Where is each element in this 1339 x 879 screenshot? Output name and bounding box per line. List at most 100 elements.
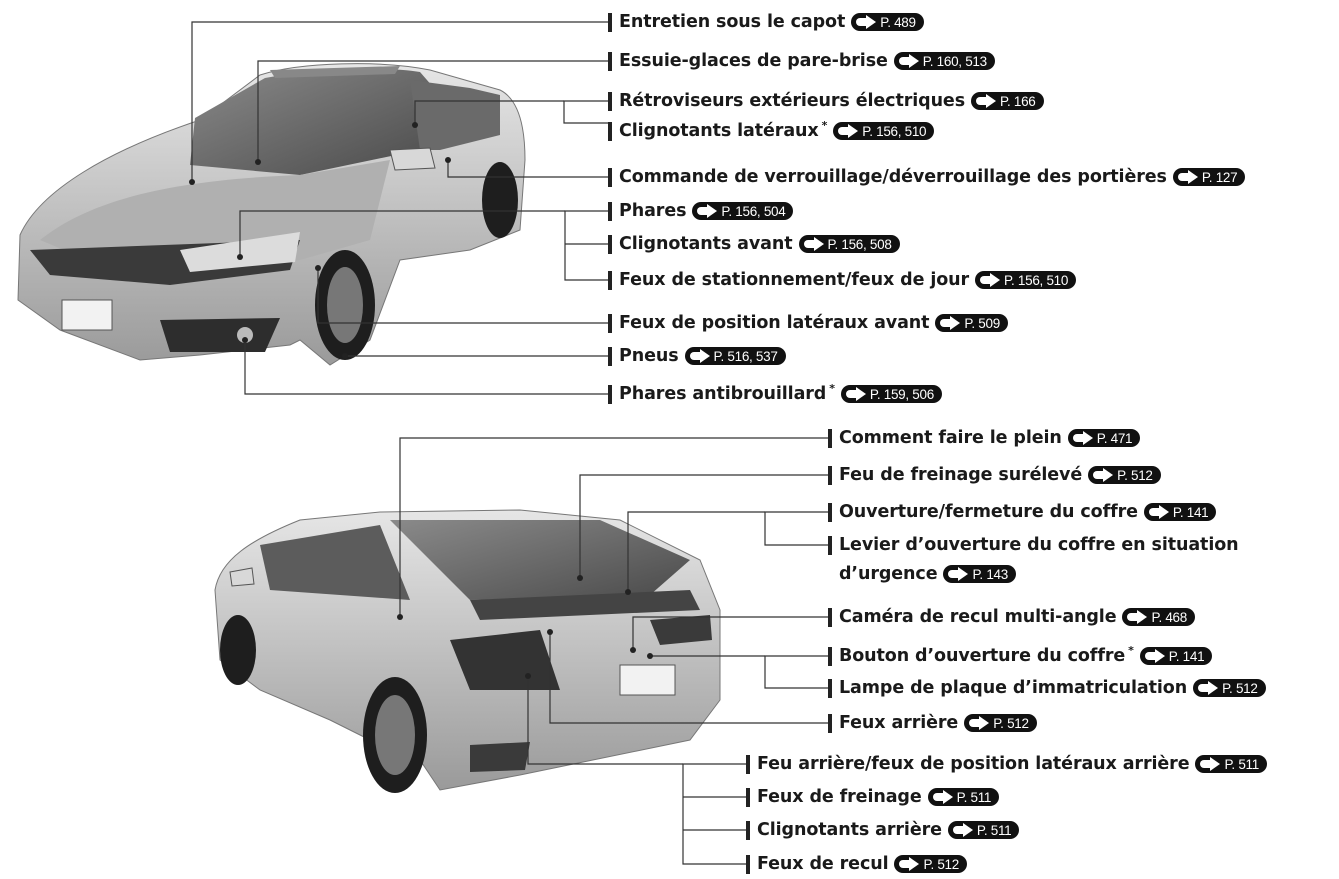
label-bouton-ouverture-coffre: Bouton d’ouverture du coffre * P. 141 — [828, 643, 1213, 666]
label-entretien-capot: Entretien sous le capot P. 489 — [608, 12, 924, 32]
label-text: Bouton d’ouverture du coffre — [839, 646, 1126, 666]
front-leader-lines — [191, 21, 608, 395]
page-reference[interactable]: P. 156, 504 — [692, 202, 794, 220]
asterisk: * — [829, 381, 835, 395]
page-reference[interactable]: P. 471 — [1067, 429, 1141, 447]
page-reference[interactable]: P. 511 — [1195, 755, 1267, 773]
page-reference[interactable]: P. 156, 508 — [798, 235, 900, 253]
arrow-icon — [1072, 431, 1094, 445]
label-text: Feu arrière/feux de position latéraux ar… — [757, 754, 1190, 774]
arrow-icon — [968, 716, 990, 730]
page-reference[interactable]: P. 141 — [1143, 503, 1217, 521]
label-bar — [608, 270, 612, 290]
arrow-icon — [803, 237, 825, 251]
label-clignotants-lateraux: Clignotants latéraux * P. 156, 510 — [608, 119, 935, 141]
label-bar — [608, 91, 612, 111]
label-clignotants-avant: Clignotants avant P. 156, 508 — [608, 234, 900, 254]
arrow-icon — [855, 15, 877, 29]
label-text: Clignotants avant — [619, 234, 793, 254]
arrow-icon — [1144, 649, 1166, 663]
label-bar — [746, 787, 750, 807]
label-bar — [828, 428, 832, 448]
page-reference[interactable]: P. 512 — [1088, 466, 1161, 484]
page-reference[interactable]: P. 468 — [1122, 608, 1195, 626]
page-reference[interactable]: P. 511 — [927, 788, 1000, 806]
label-bar — [828, 607, 832, 627]
page-reference[interactable]: P. 141 — [1139, 647, 1213, 665]
page-reference[interactable]: P. 143 — [943, 565, 1016, 583]
page-reference[interactable]: P. 512 — [1193, 679, 1266, 697]
label-text: Ouverture/fermeture du coffre — [839, 502, 1138, 522]
asterisk: * — [1128, 643, 1134, 657]
label-phares: Phares P. 156, 504 — [608, 201, 794, 221]
page-reference[interactable]: P. 160, 513 — [893, 52, 995, 70]
arrow-icon — [898, 54, 920, 68]
page-reference[interactable]: P. 511 — [947, 821, 1020, 839]
arrow-icon — [1197, 681, 1219, 695]
label-bar — [828, 713, 832, 733]
arrow-icon — [947, 567, 969, 581]
label-bar — [746, 854, 750, 874]
label-phares-antibrouillard: Phares antibrouillard * P. 159, 506 — [608, 381, 942, 404]
arrow-icon — [979, 273, 1001, 287]
label-text: Feux de recul — [757, 854, 889, 874]
label-bar — [608, 384, 612, 404]
rear-car-illustration — [214, 509, 721, 793]
front-car-illustration — [17, 63, 526, 366]
label-text: Phares antibrouillard — [619, 384, 827, 404]
label-levier-ouverture-urgence-line2: d’urgence P. 143 — [839, 564, 1016, 584]
label-text: Feux de stationnement/feux de jour — [619, 270, 970, 290]
label-feux-recul: Feux de recul P. 512 — [746, 854, 967, 874]
arrow-icon — [837, 124, 859, 138]
label-bar — [608, 121, 612, 141]
label-levier-ouverture-urgence: Levier d’ouverture du coffre en situatio… — [828, 535, 1239, 555]
label-bar — [828, 502, 832, 522]
page-reference[interactable]: P. 512 — [964, 714, 1037, 732]
label-bar — [608, 234, 612, 254]
arrow-icon — [898, 857, 920, 871]
page-reference[interactable]: P. 156, 510 — [975, 271, 1077, 289]
label-pneus: Pneus P. 516, 537 — [608, 346, 786, 366]
label-text: Levier d’ouverture du coffre en situatio… — [839, 535, 1239, 555]
label-camera-recul: Caméra de recul multi-angle P. 468 — [828, 607, 1195, 627]
leader-endpoint-dots — [189, 122, 653, 679]
label-retroviseurs: Rétroviseurs extérieurs électriques P. 1… — [608, 91, 1044, 111]
label-commande-verrouillage: Commande de verrouillage/déverrouillage … — [608, 167, 1246, 187]
page-reference[interactable]: P. 127 — [1172, 168, 1246, 186]
label-feux-stationnement: Feux de stationnement/feux de jour P. 15… — [608, 270, 1077, 290]
label-bar — [828, 646, 832, 666]
page-reference[interactable]: P. 509 — [935, 314, 1008, 332]
rear-leader-lines — [399, 437, 828, 865]
label-bar — [608, 346, 612, 366]
label-text: Phares — [619, 201, 687, 221]
label-bar — [828, 535, 832, 555]
page-reference[interactable]: P. 512 — [894, 855, 967, 873]
label-text: Commande de verrouillage/déverrouillage … — [619, 167, 1167, 187]
label-bar — [608, 313, 612, 333]
page-reference[interactable]: P. 489 — [851, 13, 924, 31]
label-text: Comment faire le plein — [839, 428, 1062, 448]
arrow-icon — [1148, 505, 1170, 519]
label-bar — [608, 201, 612, 221]
label-ouverture-coffre: Ouverture/fermeture du coffre P. 141 — [828, 502, 1217, 522]
page-reference[interactable]: P. 156, 510 — [833, 122, 935, 140]
arrow-icon — [1199, 757, 1221, 771]
arrow-icon — [689, 349, 711, 363]
label-clignotants-arriere: Clignotants arrière P. 511 — [746, 820, 1020, 840]
arrow-icon — [939, 316, 961, 330]
page-reference[interactable]: P. 516, 537 — [684, 347, 786, 365]
label-text: Clignotants arrière — [757, 820, 942, 840]
label-bar — [608, 12, 612, 32]
label-text: Feux de freinage — [757, 787, 922, 807]
label-text: Clignotants latéraux — [619, 121, 819, 141]
label-feux-freinage: Feux de freinage P. 511 — [746, 787, 1000, 807]
page-reference[interactable]: P. 159, 506 — [840, 385, 942, 403]
page-reference[interactable]: P. 166 — [971, 92, 1044, 110]
arrow-icon — [1177, 170, 1199, 184]
label-bar — [828, 465, 832, 485]
label-text: Pneus — [619, 346, 679, 366]
label-text: Feux arrière — [839, 713, 959, 733]
arrow-icon — [696, 204, 718, 218]
